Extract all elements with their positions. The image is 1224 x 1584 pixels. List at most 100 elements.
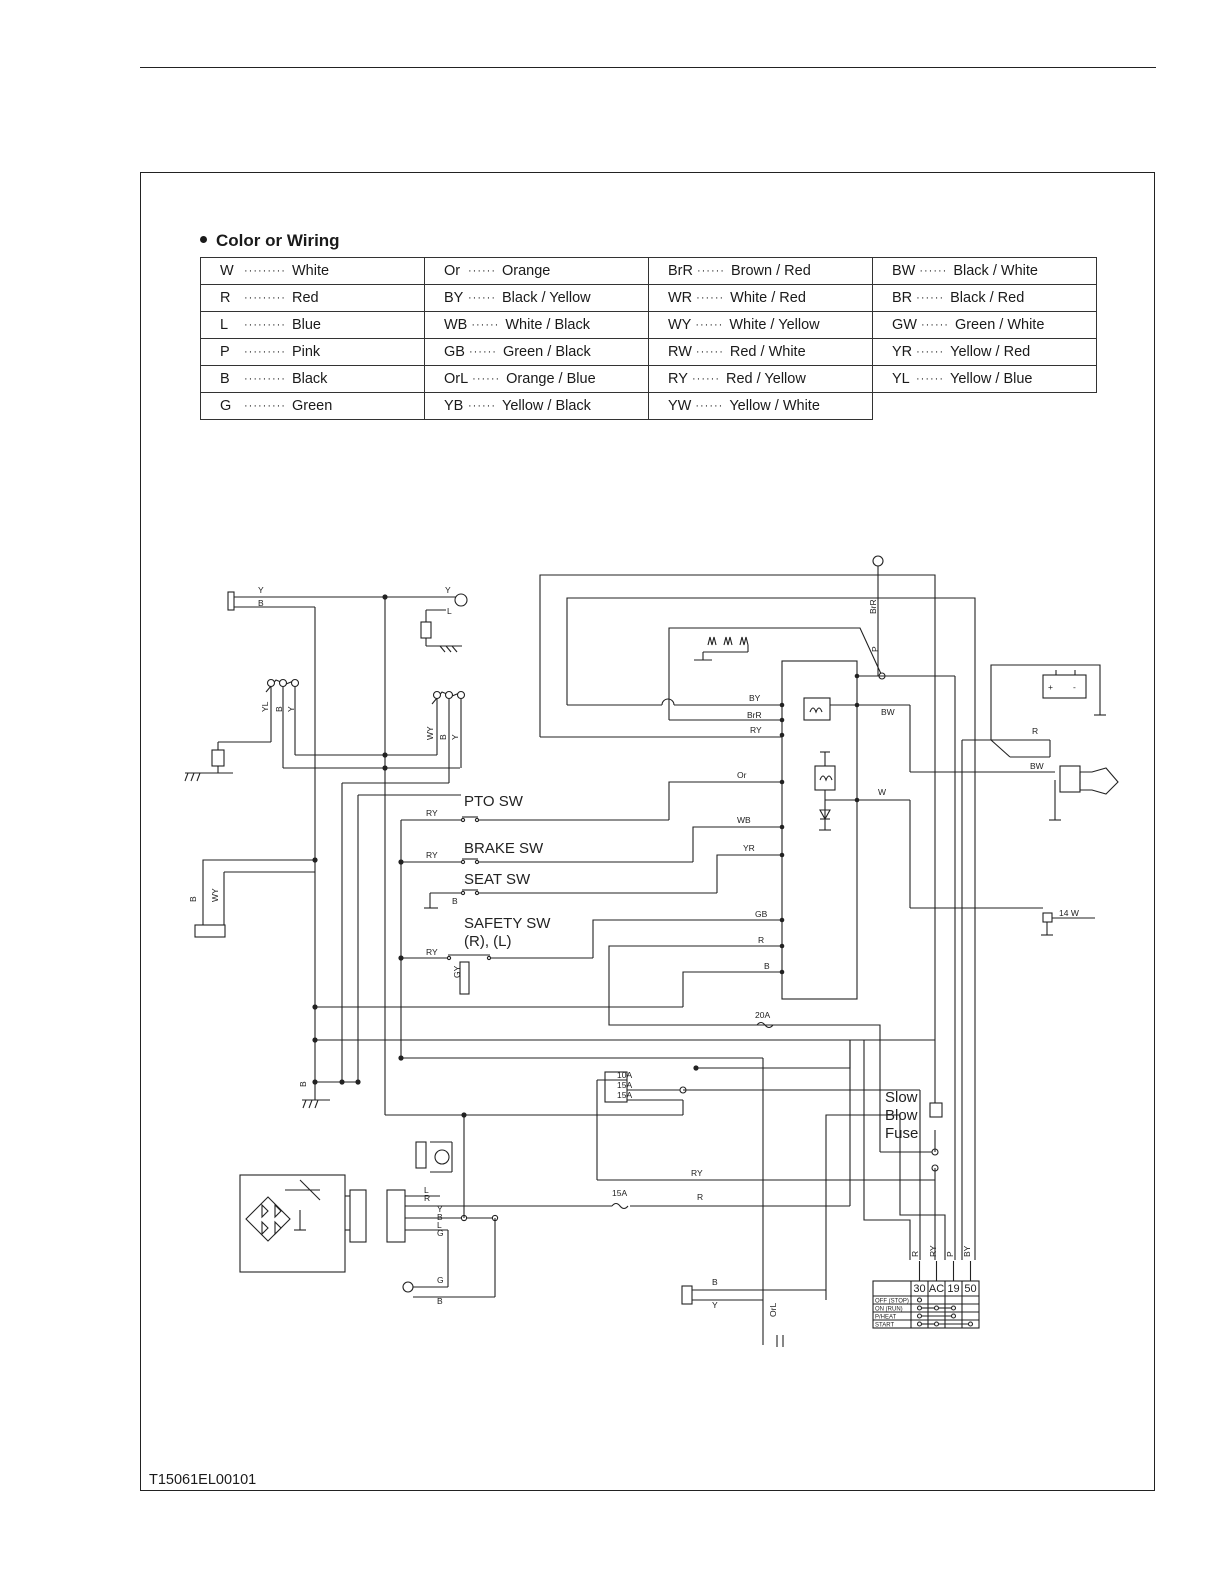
color-code: YL: [892, 371, 910, 387]
leader-dots: ······: [916, 292, 945, 305]
color-code: GW: [892, 317, 917, 333]
color-code: OrL: [444, 371, 469, 387]
legend-cell: YW······Yellow / White: [648, 392, 873, 420]
figure-frame: [140, 172, 1155, 1491]
wire-label: BW: [1030, 761, 1044, 771]
wire-label: R: [424, 1193, 430, 1203]
color-code: W: [220, 263, 234, 279]
leader-dots: ······: [920, 319, 949, 332]
color-name: Red: [291, 290, 319, 306]
top-rule: [140, 67, 1156, 68]
wire-label: B: [452, 896, 458, 906]
terminal-label: 30: [913, 1283, 925, 1295]
color-name: Green: [291, 398, 333, 414]
light-icon: [872, 555, 884, 567]
color-code: G: [220, 398, 232, 414]
color-name: Blue: [291, 317, 321, 333]
leader-dots: ·········: [244, 319, 286, 332]
wire-label: P: [870, 646, 880, 652]
wire-label: YR: [743, 843, 755, 853]
controller-unit: BY BrR RY Or WB YR GB R B BW W: [737, 660, 910, 1000]
wire-label: B: [258, 598, 264, 608]
bullet-icon: [200, 236, 207, 244]
color-name: Orange / Blue: [506, 371, 596, 387]
wire-label: RY: [691, 1168, 703, 1178]
brake-switch-label: BRAKE SW: [464, 840, 544, 857]
slow-blow-fuse-icon: [929, 1102, 943, 1118]
sensor-icon: [420, 621, 432, 639]
legend-cell: YR······Yellow / Red: [872, 338, 1097, 366]
wire-label: RY: [426, 850, 438, 860]
color-name: Black / Yellow: [501, 290, 591, 306]
leader-dots: ······: [696, 292, 725, 305]
glow-plug-icon: [707, 636, 749, 646]
lamp-icon: [1042, 912, 1053, 923]
battery-minus: -: [1073, 682, 1076, 692]
color-code: WY: [668, 317, 692, 333]
color-code: GB: [444, 344, 465, 360]
leader-dots: ·········: [244, 400, 286, 413]
color-name: Black / White: [953, 263, 1038, 279]
horn-circuit: Y B Y L: [227, 585, 468, 1115]
legend-title-text: Color or Wiring: [216, 231, 340, 250]
leader-dots: ······: [695, 400, 724, 413]
color-code: RY: [668, 371, 688, 387]
wire-label: RY: [750, 725, 762, 735]
wire-label: GY: [452, 965, 462, 978]
oil-switch-icon: [415, 1141, 427, 1169]
hour-meter-icon: [434, 1149, 450, 1165]
wire-label: WY: [425, 726, 435, 740]
left-sensors: YL B Y WY B Y B WY: [184, 678, 466, 1082]
wire-label: Y: [445, 585, 451, 595]
color-code: BY: [444, 290, 464, 306]
color-code: YR: [892, 344, 913, 360]
figure-code: T15061EL00101: [149, 1472, 257, 1488]
slow-blow-label: Fuse: [885, 1125, 918, 1142]
wire-label: B: [764, 961, 770, 971]
alternator-regulator: 15A R L R Y B L G G B: [239, 1040, 851, 1306]
wire-label: P: [945, 1251, 955, 1257]
ground-bus: B: [298, 1004, 935, 1109]
legend-cell: YL······Yellow / Blue: [872, 365, 1097, 393]
fuel-sender-icon: [194, 924, 226, 938]
wire-label: R: [758, 935, 764, 945]
contact-dot: [933, 1305, 940, 1311]
fuse-small-label: 15A: [617, 1080, 632, 1090]
leader-dots: ······: [468, 265, 496, 278]
wire-label: L: [447, 606, 452, 616]
wire-label: Or: [737, 770, 747, 780]
color-code: YB: [444, 398, 464, 414]
leader-dots: ······: [695, 319, 724, 332]
color-name: Red / White: [729, 344, 806, 360]
contact-dot: [916, 1313, 923, 1319]
battery-starter: + - R BW: [909, 664, 1119, 1260]
return-wires: 20A: [608, 945, 881, 1152]
color-code: RW: [668, 344, 692, 360]
battery-plus: +: [1048, 682, 1053, 692]
seat-switch-label: SEAT SW: [464, 871, 531, 888]
legend-cell: WB······White / Black: [424, 311, 649, 339]
wire-label: R: [697, 1192, 703, 1202]
color-name: White: [291, 263, 330, 279]
wire-label: L: [437, 1220, 442, 1230]
leader-dots: ·········: [244, 373, 286, 386]
legend-cell: RW······Red / White: [648, 338, 873, 366]
wire-label: Y: [437, 1204, 443, 1214]
legend-cell: R·········Red: [200, 284, 425, 312]
color-code: L: [220, 317, 229, 333]
alternator-icon: [239, 1174, 346, 1273]
wire-label: B: [438, 734, 448, 740]
starter-motor-icon: [1079, 767, 1119, 795]
connector-icon: [349, 1189, 367, 1243]
color-name: Yellow / White: [729, 398, 820, 414]
legend-cell: BY······Black / Yellow: [424, 284, 649, 312]
connector-icon: [227, 591, 235, 611]
fuse-20a-label: 20A: [755, 1010, 770, 1020]
wire-label: BY: [962, 1245, 972, 1257]
switch-icon: [211, 749, 225, 767]
leader-dots: ······: [696, 265, 725, 278]
